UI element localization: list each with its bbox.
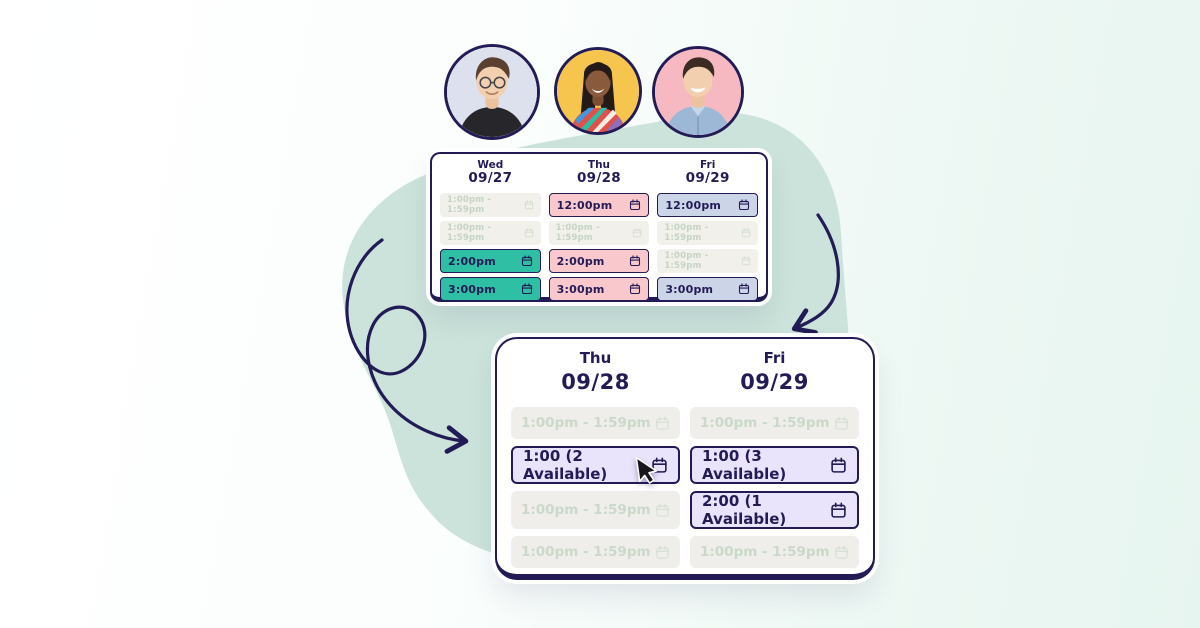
merged-slot-fri-2pm[interactable]: 2:00 (1 Available) bbox=[690, 491, 859, 529]
slot-label: 1:00 (2 Available) bbox=[523, 447, 608, 483]
calendar-icon bbox=[656, 503, 669, 517]
calendar-icon bbox=[738, 283, 750, 295]
slot-label: 12:00pm bbox=[556, 198, 613, 212]
date-label: 09/29 bbox=[685, 170, 730, 187]
ghost-slot-label: 1:00pm - 1:59pm bbox=[664, 251, 709, 271]
ghost-slot-label: 1:00pm - 1:59pm bbox=[521, 502, 651, 518]
slot-label: 2:00pm bbox=[556, 254, 605, 268]
ghost-slot-label: 1:00pm - 1:59pm bbox=[664, 223, 709, 243]
slot-label: 3:00pm bbox=[665, 282, 714, 296]
ghost-slot-label: 1:00pm - 1:59pm bbox=[700, 415, 830, 431]
calendar-icon bbox=[524, 200, 533, 210]
calendar-icon bbox=[521, 283, 532, 295]
slot-label: 2:00 (1 Available) bbox=[702, 492, 787, 528]
date-label: 09/27 bbox=[468, 170, 513, 187]
day-label: Wed bbox=[477, 159, 504, 171]
mini-calendar-card: Wed 09/27 Thu 09/28 Fri 09/29 1:00pm - 1… bbox=[430, 152, 768, 302]
avatar-woman-braids bbox=[554, 47, 642, 135]
ghost-slot-label: 1:00pm - 1:59pm bbox=[555, 223, 600, 243]
merged-slot-fri-1pm[interactable]: 1:00 (3 Available) bbox=[690, 446, 859, 484]
mini-col-thu: Thu 09/28 bbox=[549, 159, 650, 189]
day-label: Fri bbox=[763, 349, 786, 367]
time-slot-button[interactable]: 12:00pm bbox=[548, 193, 650, 217]
day-label: Fri bbox=[700, 159, 716, 171]
mini-col-fri: Fri 09/29 bbox=[657, 159, 758, 189]
calendar-icon bbox=[524, 228, 533, 238]
date-label: 09/28 bbox=[576, 170, 621, 187]
empty-slot: 1:00pm - 1:59pm bbox=[548, 221, 650, 245]
ghost-slot-label: 1:00pm - 1:59pm bbox=[700, 544, 830, 560]
calendar-icon bbox=[521, 255, 532, 267]
time-slot-button[interactable]: 3:00pm bbox=[657, 277, 758, 301]
day-label: Thu bbox=[579, 349, 612, 367]
slot-label: 3:00pm bbox=[448, 282, 496, 296]
ghost-slot-label: 1:00pm - 1:59pm bbox=[521, 544, 651, 560]
calendar-icon bbox=[630, 199, 641, 211]
time-slot-button[interactable]: 3:00pm bbox=[548, 277, 650, 301]
mouse-cursor bbox=[635, 456, 658, 484]
ghost-slot-label: 1:00pm - 1:59pm bbox=[521, 415, 651, 431]
empty-slot: 1:00pm - 1:59pm bbox=[690, 407, 859, 439]
calendar-icon bbox=[741, 256, 751, 266]
calendar-icon bbox=[831, 457, 846, 473]
date-label: 09/28 bbox=[561, 370, 630, 395]
mini-col-wed: Wed 09/27 bbox=[440, 159, 541, 189]
calendar-icon bbox=[630, 255, 641, 267]
calendar-icon bbox=[656, 416, 669, 430]
calendar-icon bbox=[741, 228, 751, 238]
empty-slot: 1:00pm - 1:59pm bbox=[657, 221, 758, 245]
empty-slot: 1:00pm - 1:59pm bbox=[511, 536, 680, 568]
slot-label: 1:00 (3 Available) bbox=[702, 447, 787, 483]
time-slot-button[interactable]: 3:00pm bbox=[440, 277, 541, 301]
merged-calendar-card: Thu 09/28 Fri 09/29 1:00pm - 1:59pm 1:00… bbox=[495, 337, 875, 580]
calendar-icon bbox=[835, 545, 848, 559]
calendar-icon bbox=[738, 199, 750, 211]
calendar-icon bbox=[652, 457, 667, 473]
time-slot-button[interactable]: 12:00pm bbox=[657, 193, 758, 217]
empty-slot: 1:00pm - 1:59pm bbox=[440, 193, 541, 217]
curved-arrow-right bbox=[791, 213, 840, 335]
time-slot-button[interactable]: 2:00pm bbox=[548, 249, 650, 273]
ghost-slot-label: 1:00pm - 1:59pm bbox=[447, 223, 492, 243]
slot-label: 2:00pm bbox=[448, 254, 496, 268]
time-slot-button[interactable]: 2:00pm bbox=[440, 249, 541, 273]
empty-slot: 1:00pm - 1:59pm bbox=[511, 491, 680, 529]
calendar-icon bbox=[831, 502, 846, 518]
slot-label: 12:00pm bbox=[665, 198, 722, 212]
curved-arrow-left bbox=[345, 238, 469, 454]
slot-label: 3:00pm bbox=[556, 282, 605, 296]
avatar-man-denim bbox=[652, 46, 744, 138]
avatar-man-glasses bbox=[444, 44, 540, 140]
merged-col-fri: Fri 09/29 bbox=[690, 348, 859, 400]
merged-col-thu: Thu 09/28 bbox=[511, 348, 680, 400]
ghost-slot-label: 1:00pm - 1:59pm bbox=[447, 195, 492, 215]
empty-slot: 1:00pm - 1:59pm bbox=[511, 407, 680, 439]
empty-slot: 1:00pm - 1:59pm bbox=[440, 221, 541, 245]
empty-slot: 1:00pm - 1:59pm bbox=[657, 249, 758, 273]
calendar-icon bbox=[630, 283, 641, 295]
calendar-icon bbox=[656, 545, 669, 559]
empty-slot: 1:00pm - 1:59pm bbox=[690, 536, 859, 568]
calendar-icon bbox=[633, 228, 642, 238]
date-label: 09/29 bbox=[740, 370, 809, 395]
calendar-icon bbox=[835, 416, 848, 430]
day-label: Thu bbox=[587, 159, 611, 171]
